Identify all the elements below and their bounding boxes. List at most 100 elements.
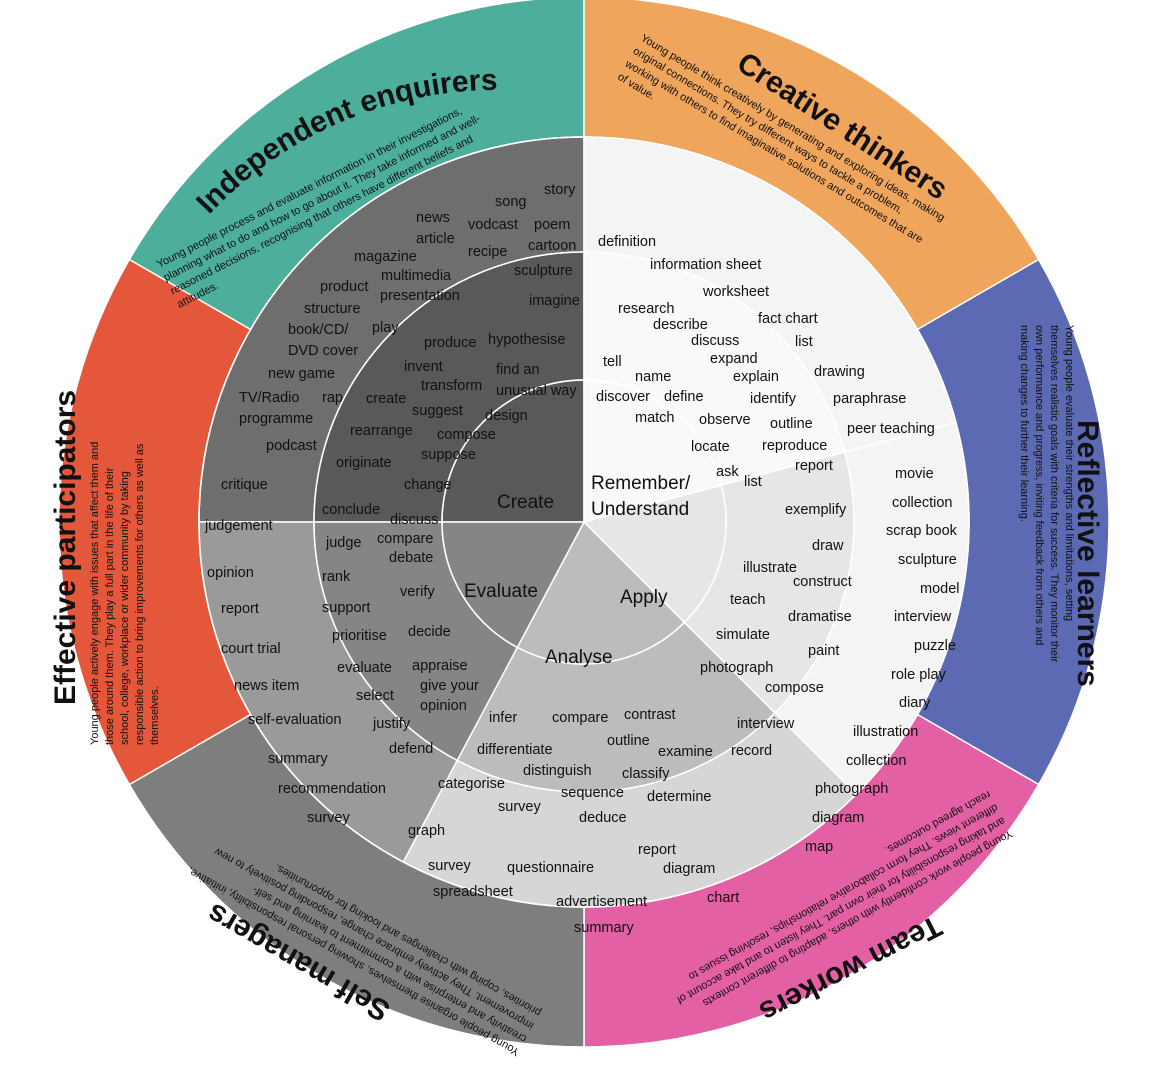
analyse-product: questionnaire — [507, 860, 594, 876]
analyse-products: graph report survey questionnaire diagra… — [408, 823, 739, 936]
effective-participators-desc-3: school, college, workplace or wider comm… — [119, 471, 131, 745]
apply-verb: teach — [730, 592, 765, 608]
remember-product: information sheet — [650, 257, 761, 273]
remember-verb: ask — [716, 464, 739, 480]
evaluate-verb: appraise — [412, 658, 468, 674]
create-product: structure — [304, 301, 360, 317]
create-product: new game — [268, 366, 335, 382]
effective-participators-label: Effective participators Young people act… — [49, 390, 161, 745]
create-product: presentation — [380, 288, 460, 304]
remember-verb: list — [744, 474, 762, 490]
evaluate-verb: opinion — [420, 698, 467, 714]
core-label-analyse: Analyse — [545, 647, 613, 668]
analyse-product: report — [638, 842, 676, 858]
apply-product: diary — [899, 695, 931, 711]
blooms-rings — [198, 136, 970, 908]
remember-verb: define — [664, 389, 704, 405]
analyse-verb: differentiate — [477, 742, 553, 758]
analyse-product: graph — [408, 823, 445, 839]
evaluate-product: recommendation — [278, 781, 386, 797]
create-products: story song poem news vodcast article rec… — [239, 182, 580, 454]
apply-product: role play — [891, 667, 947, 683]
remember-product: peer teaching — [847, 421, 935, 437]
evaluate-verb: evaluate — [337, 660, 392, 676]
remember-product: worksheet — [702, 284, 769, 300]
create-verb: hypothesise — [488, 332, 565, 348]
create-verbs: hypothesise produce find an unusual way … — [336, 332, 577, 493]
apply-product: photograph — [815, 781, 888, 797]
create-verb: invent — [404, 359, 443, 375]
apply-product: illustration — [853, 724, 918, 740]
analyse-verb: contrast — [624, 707, 676, 723]
apply-product: sculpture — [898, 552, 957, 568]
reflective-learners-desc-1: Young people evaluate their strengths an… — [1063, 325, 1075, 621]
create-verb: produce — [424, 335, 476, 351]
evaluate-product: report — [221, 601, 259, 617]
create-verb: compose — [437, 427, 496, 443]
create-product: article — [416, 231, 455, 247]
apply-verb: illustrate — [743, 560, 797, 576]
create-product: play — [372, 320, 399, 336]
evaluate-product: news item — [234, 678, 299, 694]
evaluate-products: critique judgement opinion report court … — [204, 477, 386, 826]
remember-verbs: research describe discuss tell expand na… — [596, 301, 833, 490]
effective-participators-desc-5: themselves. — [149, 686, 161, 745]
analyse-verb: infer — [489, 710, 517, 726]
remember-products: definition information sheet worksheet f… — [598, 234, 935, 437]
create-product: multimedia — [381, 268, 452, 284]
effective-participators-title: Effective participators — [49, 390, 82, 705]
remember-product: paraphrase — [833, 391, 906, 407]
evaluate-verb: justify — [372, 716, 411, 732]
analyse-verb: categorise — [438, 776, 505, 792]
create-product: TV/Radio — [239, 390, 299, 406]
remember-verb: match — [635, 410, 675, 426]
apply-verb: paint — [808, 643, 839, 659]
apply-product: map — [805, 839, 833, 855]
evaluate-verb: give your — [420, 678, 479, 694]
remember-verb: name — [635, 369, 671, 385]
create-product: imagine — [529, 293, 580, 309]
remember-verb: discover — [596, 389, 650, 405]
remember-verb: observe — [699, 412, 751, 428]
apply-verb: compose — [765, 680, 824, 696]
remember-verb: report — [795, 458, 833, 474]
create-verb: unusual way — [496, 383, 577, 399]
remember-verb: reproduce — [762, 438, 827, 454]
apply-products: movie collection scrap book sculpture mo… — [805, 466, 960, 855]
analyse-verb: survey — [498, 799, 541, 815]
remember-verb: outline — [770, 416, 813, 432]
evaluate-verb: compare — [377, 531, 433, 547]
reflective-learners-desc-4: making changes to further their learning… — [1018, 325, 1030, 522]
create-verb: rearrange — [350, 423, 413, 439]
apply-product: collection — [892, 495, 952, 511]
apply-verb: construct — [793, 574, 852, 590]
evaluate-verb: prioritise — [332, 628, 387, 644]
apply-product: puzzle — [914, 638, 956, 654]
evaluate-verb: rank — [322, 569, 351, 585]
analyse-product: survey — [428, 858, 471, 874]
create-verb: create — [366, 391, 406, 407]
create-verb: originate — [336, 455, 392, 471]
remember-product: drawing — [814, 364, 865, 380]
create-verb: suggest — [412, 403, 463, 419]
create-product: DVD cover — [288, 343, 358, 359]
remember-verb: tell — [603, 354, 622, 370]
evaluate-product: survey — [307, 810, 350, 826]
evaluate-verb: conclude — [322, 502, 380, 518]
apply-verb: draw — [812, 538, 844, 554]
evaluate-verb: defend — [389, 741, 433, 757]
create-verb: change — [404, 477, 452, 493]
create-verb: design — [485, 408, 528, 424]
apply-verb: interview — [737, 716, 795, 732]
apply-product: model — [920, 581, 960, 597]
evaluate-verb: select — [356, 688, 394, 704]
analyse-product: spreadsheet — [433, 884, 513, 900]
effective-participators-desc-2: those around them. They play a full part… — [104, 467, 116, 745]
effective-participators-desc-4: responsible action to bring improvements… — [134, 443, 146, 745]
apply-product: movie — [895, 466, 934, 482]
analyse-verb: outline — [607, 733, 650, 749]
create-product: book/CD/ — [288, 322, 349, 338]
remember-verb: explain — [733, 369, 779, 385]
evaluate-product: judgement — [204, 518, 273, 534]
